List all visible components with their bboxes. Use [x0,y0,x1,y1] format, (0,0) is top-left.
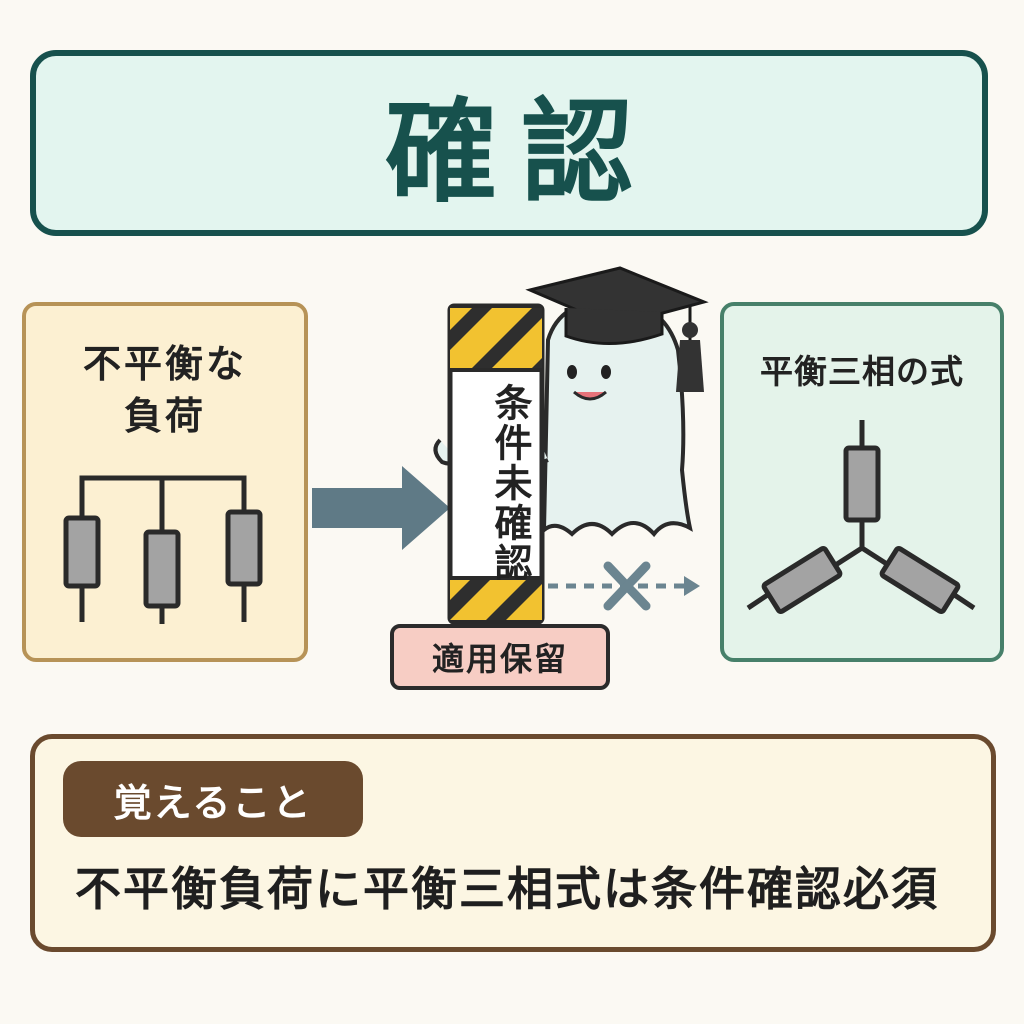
sign-text: 条件未確認 [488,383,532,583]
title-banner: 確認 [30,50,988,236]
cross-icon [603,561,651,611]
page-title: 確認 [385,88,657,218]
balanced-formula-panel: 平衡三相の式 [720,302,1004,662]
memo-text: 不平衡負荷に平衡三相式は条件確認必須 [75,862,939,916]
unbalanced-load-label: 不平衡な 負荷 [82,342,247,438]
hold-badge: 適用保留 [390,624,610,690]
balanced-formula-label: 平衡三相の式 [760,352,964,391]
memo-box: 覚えること 不平衡負荷に平衡三相式は条件確認必須 [30,734,996,952]
dashed-arrow-head [684,576,700,596]
memo-tag: 覚えること [63,761,363,837]
resistor-icon [879,545,961,615]
arrow-right-icon [312,466,450,550]
resistor-icon [843,445,881,523]
graduation-cap-icon [525,266,709,392]
unbalanced-circuit-icon [79,475,247,624]
warning-sign-icon [447,303,545,625]
resistor-icon [63,515,101,589]
resistor-icon [225,509,263,587]
resistor-icon [143,529,181,609]
resistor-icon [761,545,843,615]
